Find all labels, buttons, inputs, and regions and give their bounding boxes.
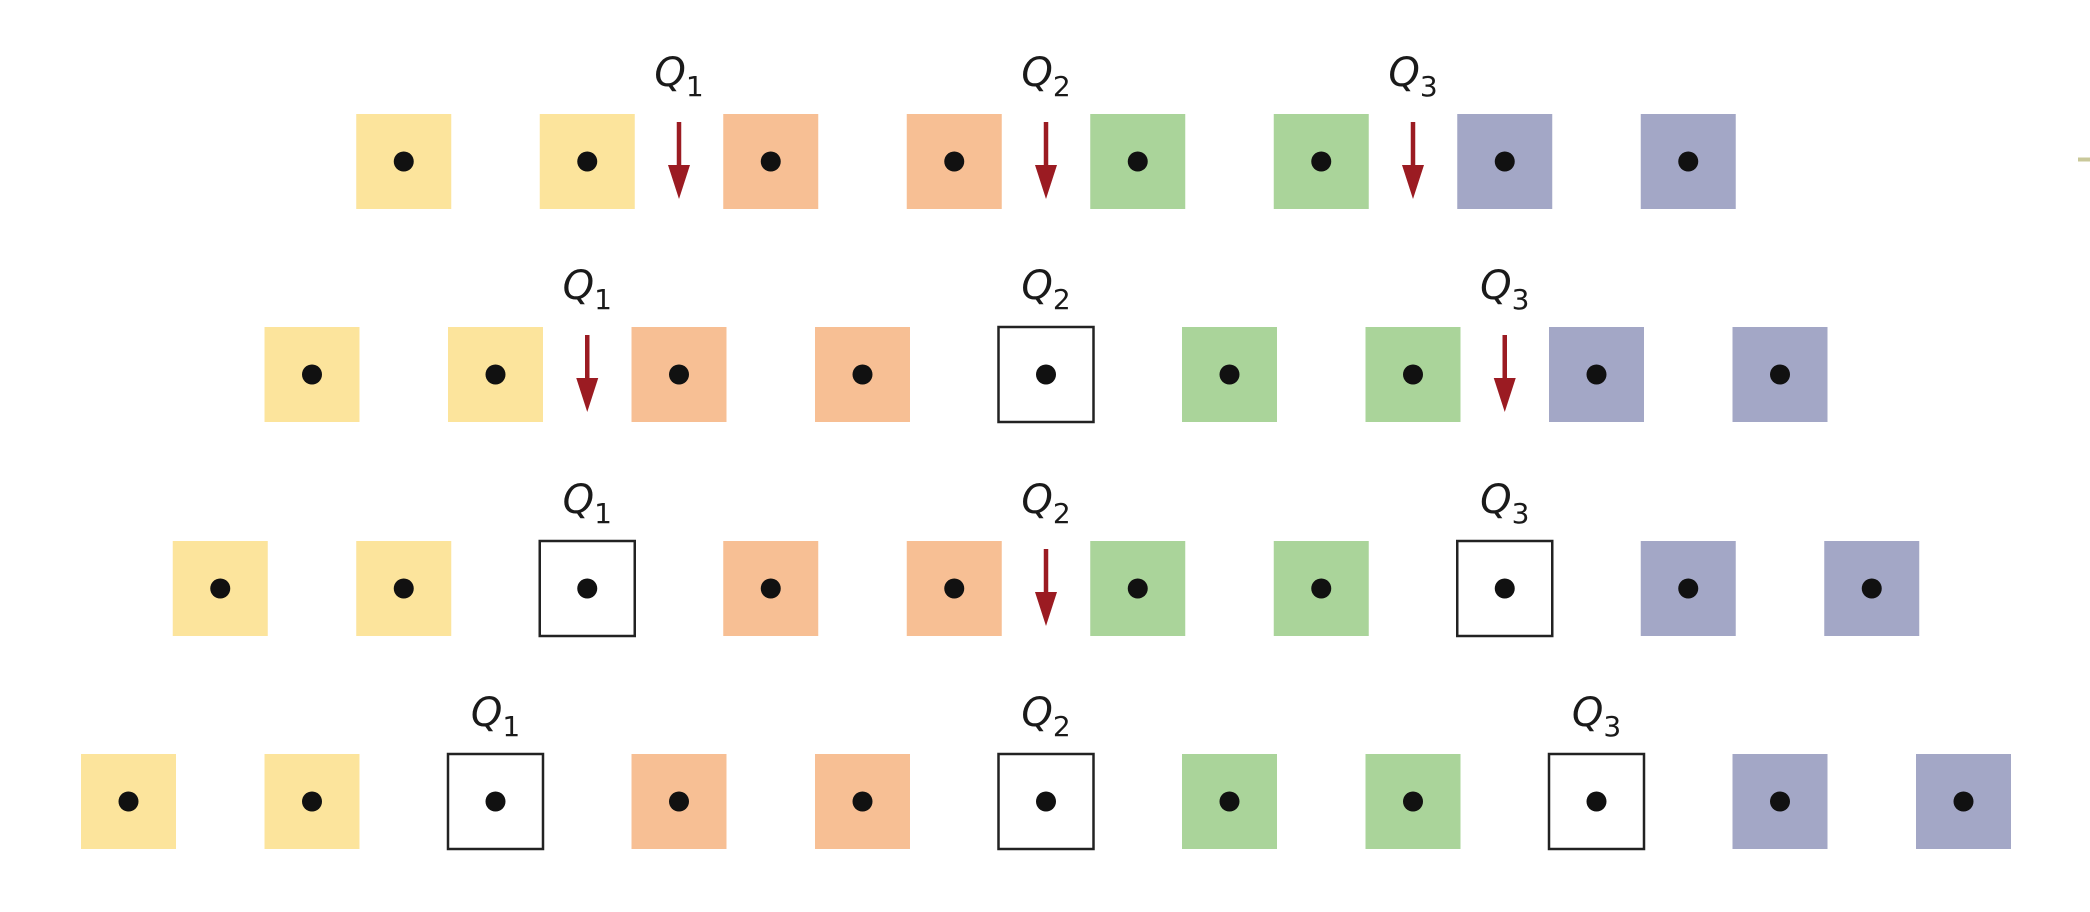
data-point-dot <box>669 364 689 385</box>
quartile-label-q2: Q2 <box>1021 263 1070 316</box>
quartile-label-q3: Q3 <box>1480 477 1529 530</box>
down-arrow-icon <box>576 378 599 412</box>
data-point-dot <box>1861 578 1882 599</box>
quartile-label-q3: Q3 <box>1572 690 1621 743</box>
quartile-label-q2: Q2 <box>1021 50 1070 103</box>
quartile-box <box>538 539 636 638</box>
quartile-letter: Q <box>1021 690 1052 736</box>
quartile-letter: Q <box>1021 263 1052 309</box>
data-point-dot <box>1678 151 1699 172</box>
data-point-dot <box>1036 364 1056 385</box>
data-point-dot <box>1678 578 1699 599</box>
data-point-dot <box>944 578 965 599</box>
quartile-label-q1: Q1 <box>654 50 703 103</box>
data-point-dot <box>210 578 231 599</box>
data-point-dot <box>1311 151 1332 172</box>
quartile-subscript: 1 <box>594 283 612 316</box>
data-point-dot <box>1403 791 1423 812</box>
quartile-subscript: 2 <box>1053 710 1071 743</box>
data-point-dot <box>1586 791 1607 812</box>
data-point-dot <box>393 578 414 599</box>
data-point-dot <box>1127 151 1148 172</box>
data-point-dot <box>760 578 781 599</box>
data-point-dot <box>944 151 965 172</box>
data-point-dot <box>393 151 414 172</box>
data-point-dot <box>1770 364 1790 385</box>
quartile-subscript: 2 <box>1053 497 1071 530</box>
quartile-label-q3: Q3 <box>1388 50 1437 103</box>
data-point-dot <box>1770 791 1790 812</box>
down-arrow-icon <box>1035 165 1057 199</box>
data-point-dot <box>760 151 781 172</box>
quartile-subscript: 1 <box>594 497 612 530</box>
down-arrow-icon <box>1035 592 1057 626</box>
quartile-label-q1: Q1 <box>471 690 520 743</box>
data-point-dot <box>1494 578 1515 599</box>
data-point-dot <box>1403 364 1423 385</box>
data-point-dot <box>669 791 689 812</box>
quartile-subscript: 3 <box>1512 283 1530 316</box>
data-point-dot <box>1219 791 1240 812</box>
quartile-subscript: 2 <box>1053 283 1071 316</box>
quartile-letter: Q <box>1480 263 1511 309</box>
down-arrow-icon <box>1493 378 1516 412</box>
quartile-letter: Q <box>563 477 594 523</box>
quartile-label-q1: Q1 <box>563 263 612 316</box>
quartile-letter: Q <box>471 690 502 736</box>
down-arrow-icon <box>1402 165 1424 199</box>
data-point-dot <box>577 151 598 172</box>
data-point-dot <box>1127 578 1148 599</box>
quartile-subscript: 2 <box>1053 70 1071 103</box>
data-point-dot <box>577 578 598 599</box>
data-point-dot <box>1586 364 1607 385</box>
data-point-dot <box>1311 578 1332 599</box>
quartile-letter: Q <box>1021 477 1052 523</box>
quartile-label-q2: Q2 <box>1021 477 1070 530</box>
data-point-dot <box>302 791 322 812</box>
quartile-letter: Q <box>1021 50 1052 96</box>
quartile-subscript: 3 <box>1512 497 1530 530</box>
data-point-dot <box>852 364 873 385</box>
data-point-dot <box>302 364 322 385</box>
quartile-subscript: 3 <box>1420 70 1438 103</box>
quartile-label-q3: Q3 <box>1480 263 1529 316</box>
down-arrow-icon <box>668 165 690 199</box>
data-point-dot <box>1219 364 1240 385</box>
quartile-subscript: 1 <box>686 70 704 103</box>
quartile-letter: Q <box>654 50 685 96</box>
quartile-letter: Q <box>1480 477 1511 523</box>
quartile-subscript: 1 <box>502 710 520 743</box>
data-point-dot <box>1953 791 1974 812</box>
quartile-label-q2: Q2 <box>1021 690 1070 743</box>
data-point-dot <box>485 364 506 385</box>
quartile-letter: Q <box>563 263 594 309</box>
data-point-dot <box>1494 151 1515 172</box>
quartile-label-q1: Q1 <box>563 477 612 530</box>
quartile-subscript: 3 <box>1603 710 1621 743</box>
data-point-dot <box>852 791 873 812</box>
quartile-letter: Q <box>1388 50 1419 96</box>
data-point-dot <box>1036 791 1056 812</box>
data-point-dot <box>118 791 139 812</box>
quartile-letter: Q <box>1572 690 1603 736</box>
data-point-dot <box>485 791 506 812</box>
